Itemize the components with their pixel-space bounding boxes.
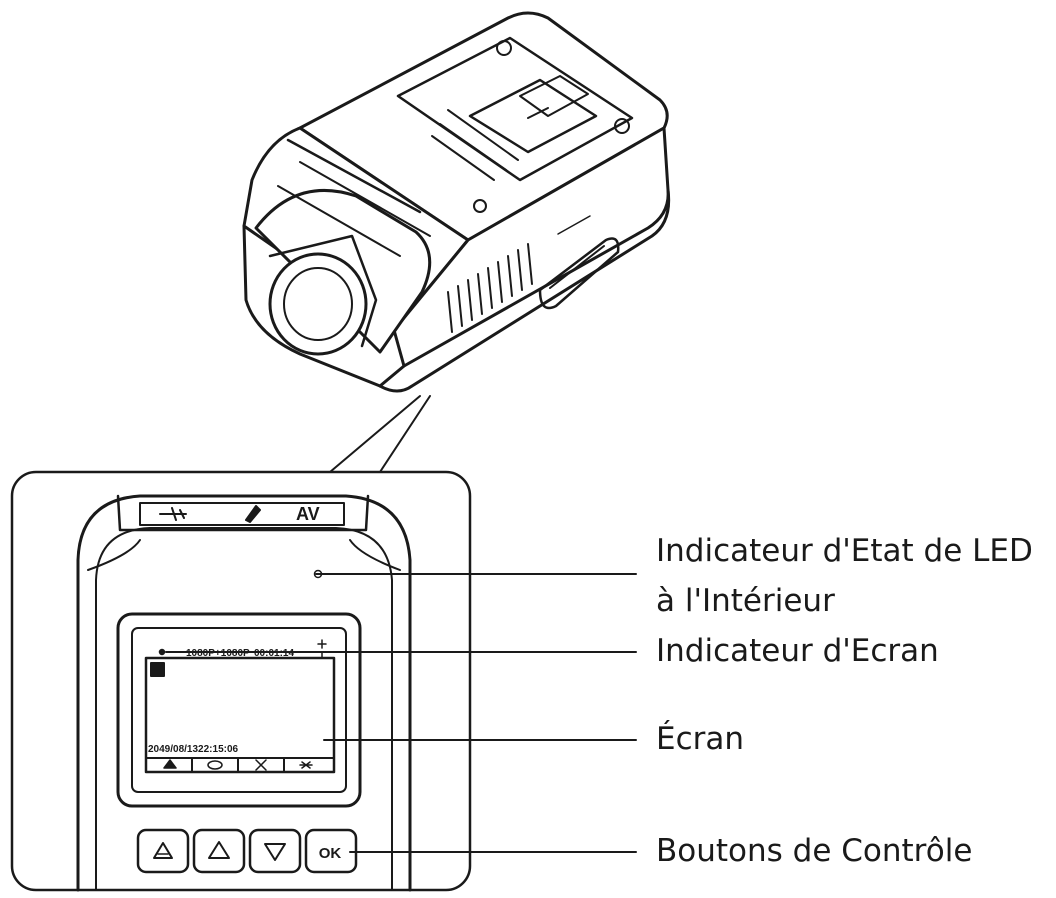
up-button[interactable] xyxy=(192,828,246,874)
dashcam-body xyxy=(242,11,671,393)
control-buttons xyxy=(136,828,358,874)
screen-display xyxy=(144,656,336,774)
screen-timestamp: 2049/08/1322:15:06 xyxy=(148,744,239,755)
mic-icon xyxy=(245,505,261,523)
callout-screen: Écran xyxy=(656,721,745,757)
zoom-line-left xyxy=(329,395,421,473)
camera-menu-icon xyxy=(163,759,177,769)
zoom-line-right xyxy=(379,395,431,473)
usb-icon xyxy=(159,507,187,521)
callout-led-line1: Indicateur d'Etat de LED xyxy=(656,533,1033,569)
callout-led-line2: à l'Intérieur xyxy=(656,583,835,619)
device-rear xyxy=(76,494,412,892)
tools-menu-icon xyxy=(255,759,267,771)
callout-buttons: Boutons de Contrôle xyxy=(656,833,973,869)
eye-menu-icon xyxy=(207,760,223,770)
av-port-label: AV xyxy=(296,504,320,524)
screen-bezel xyxy=(116,612,362,808)
triangle-down-icon xyxy=(264,843,286,861)
down-button[interactable] xyxy=(248,828,302,874)
camera-triangle-icon xyxy=(153,842,173,859)
screen-resolution: 1080P+1080P xyxy=(186,648,250,659)
settings-menu-icon xyxy=(299,761,313,769)
triangle-up-icon xyxy=(208,841,230,859)
callout-screen-indicator: Indicateur d'Ecran xyxy=(656,633,939,669)
ok-button-label: OK xyxy=(319,845,342,862)
inset-frame xyxy=(10,470,472,892)
mode-button[interactable] xyxy=(136,828,190,874)
screen-elapsed-time: 00:01:14 xyxy=(254,648,294,659)
